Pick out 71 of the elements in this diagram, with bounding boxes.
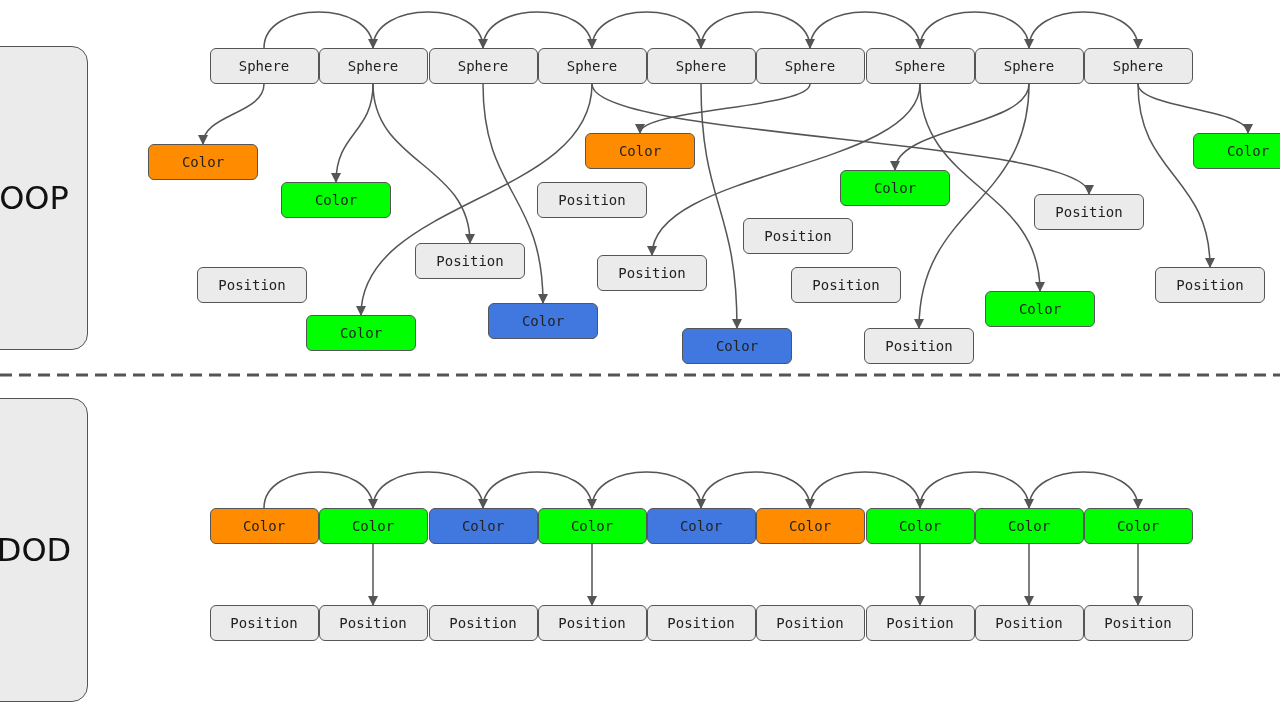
data-block: Position	[209, 605, 319, 641]
data-block: Position	[1155, 267, 1265, 303]
data-block: Sphere	[1083, 48, 1193, 84]
data-block: Position	[197, 267, 307, 303]
arrow	[914, 543, 926, 607]
data-block: Sphere	[755, 48, 865, 84]
data-block: Sphere	[974, 48, 1084, 84]
arrow	[700, 11, 814, 50]
data-block: Position	[415, 243, 525, 279]
data-block: Color	[646, 508, 756, 544]
section-panel: OOP	[0, 46, 88, 350]
arrow	[586, 543, 598, 607]
arrow	[1023, 543, 1035, 607]
data-block: Position	[318, 605, 428, 641]
arrow	[591, 471, 705, 510]
arrow	[372, 83, 475, 245]
arrow	[482, 471, 596, 510]
data-block: Color	[865, 508, 975, 544]
data-block: Color	[755, 508, 865, 544]
arrow	[357, 83, 593, 317]
data-block: Position	[537, 605, 647, 641]
data-block: Position	[864, 328, 974, 364]
arrow	[1028, 471, 1142, 510]
arrow	[372, 471, 487, 510]
data-block: Sphere	[209, 48, 319, 84]
arrow	[263, 471, 377, 510]
arrow	[919, 11, 1033, 50]
arrow	[1137, 83, 1215, 269]
arrow	[809, 11, 924, 50]
data-block: Color	[306, 315, 416, 351]
data-block: Position	[865, 605, 975, 641]
data-block: Position	[791, 267, 901, 303]
data-block: Color	[1083, 508, 1193, 544]
arrow	[263, 11, 377, 50]
arrow	[1132, 543, 1144, 607]
arrow	[809, 471, 924, 510]
data-block: Color	[148, 144, 258, 180]
data-block: Position	[597, 255, 707, 291]
data-block: Sphere	[646, 48, 756, 84]
arrow	[482, 83, 548, 305]
data-block: Color	[281, 182, 391, 218]
data-block: Position	[646, 605, 756, 641]
arrow	[1028, 11, 1142, 50]
data-block: Position	[537, 182, 647, 218]
section-panel: DOD	[0, 398, 88, 702]
data-block: Position	[428, 605, 538, 641]
data-block: Color	[209, 508, 319, 544]
data-block: Color	[488, 303, 598, 339]
data-block: Sphere	[428, 48, 538, 84]
data-block: Color	[1193, 133, 1280, 169]
arrow	[367, 543, 379, 607]
data-block: Position	[1034, 194, 1144, 230]
data-block: Color	[537, 508, 647, 544]
arrow	[482, 11, 596, 50]
data-block: Color	[428, 508, 538, 544]
arrow	[919, 471, 1033, 510]
data-block: Sphere	[865, 48, 975, 84]
data-block: Position	[755, 605, 865, 641]
data-block: Position	[1083, 605, 1193, 641]
data-block: Position	[974, 605, 1084, 641]
arrow	[199, 83, 265, 146]
data-block: Sphere	[318, 48, 428, 84]
data-block: Position	[743, 218, 853, 254]
data-block: Color	[974, 508, 1084, 544]
data-block: Color	[318, 508, 428, 544]
data-block: Color	[985, 291, 1095, 327]
arrow	[700, 471, 814, 510]
data-block: Color	[682, 328, 792, 364]
arrow	[591, 11, 705, 50]
data-block: Sphere	[537, 48, 647, 84]
arrow	[372, 11, 487, 50]
